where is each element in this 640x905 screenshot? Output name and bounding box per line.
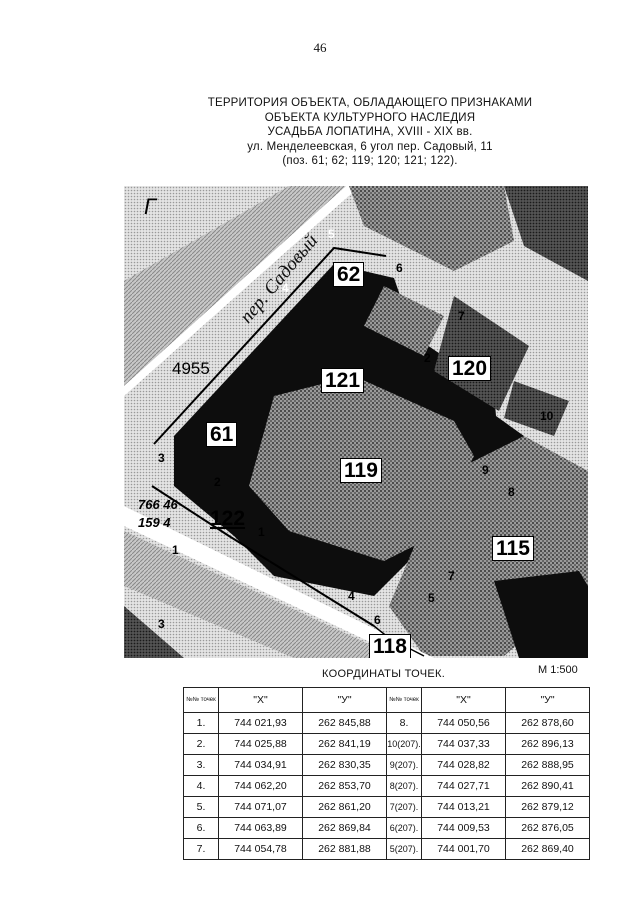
cell-y: 262 879,12 (505, 796, 590, 818)
cell-num: 2. (183, 733, 219, 755)
title-line-1: ТЕРРИТОРИЯ ОБЪЕКТА, ОБЛАДАЮЩЕГО ПРИЗНАКА… (207, 97, 533, 109)
cell-x: 744 009,53 (421, 817, 506, 839)
cell-x: 744 001,70 (421, 838, 506, 860)
cell-x: 744 025,88 (218, 733, 303, 755)
map-number-3-left: 3 (158, 451, 165, 465)
cell-y: 262 896,13 (505, 733, 590, 755)
site-plan-map: пер. Садовый 62 121 120 61 119 122 115 1… (124, 186, 588, 658)
map-number-7: 7 (458, 309, 465, 323)
table-row: 4. 744 062,20 262 853,70 8(207). 744 027… (183, 775, 590, 797)
cell-num: 5. (183, 796, 219, 818)
block-label-118: 118 (369, 634, 411, 658)
col-header-y-1: "У" (302, 687, 387, 713)
title-line-2: ОБЪЕКТА КУЛЬТУРНОГО НАСЛЕДИЯ (264, 111, 476, 124)
cell-x: 744 063,89 (218, 817, 303, 839)
block-label-119: 119 (340, 458, 382, 483)
block-label-122: 122 (210, 507, 246, 530)
map-number-1: 1 (258, 525, 265, 539)
block-label-120: 120 (448, 356, 492, 381)
cell-y: 262 841,19 (302, 733, 387, 755)
cell-num: 8. (386, 712, 422, 734)
cell-num: 7. (183, 838, 219, 860)
title-line-4: ул. Менделеевская, 6 угол пер. Садовый, … (247, 140, 493, 153)
map-number-2: 2 (424, 351, 431, 365)
cell-x: 744 062,20 (218, 775, 303, 797)
cell-x: 744 021,93 (218, 712, 303, 734)
map-scale: М 1:500 (538, 664, 578, 676)
cell-x: 744 034,91 (218, 754, 303, 776)
table-row: 6. 744 063,89 262 869,84 6(207). 744 009… (183, 817, 590, 839)
block-label-121: 121 (321, 368, 365, 393)
cell-x: 744 028,82 (421, 754, 506, 776)
map-number-2-left: 2 (214, 475, 221, 489)
map-number-9: 9 (482, 463, 489, 477)
table-row: 5. 744 071,07 262 861,20 7(207). 744 013… (183, 796, 590, 818)
cell-x: 744 013,21 (421, 796, 506, 818)
col-header-num-2: №№ точек (386, 687, 422, 713)
cell-num: 8(207). (386, 775, 422, 797)
block-label-61: 61 (206, 422, 238, 447)
table-header-row: №№ точек "X" "У" №№ точек "X" "У" (183, 687, 590, 713)
map-number-1-left: 1 (172, 543, 179, 557)
cell-num: 6(207). (386, 817, 422, 839)
cell-num: 3. (183, 754, 219, 776)
map-number-7-lower: 7 (448, 569, 455, 583)
cell-num: 9(207). (386, 754, 422, 776)
map-number-3: 3 (158, 617, 165, 631)
cell-y: 262 878,60 (505, 712, 590, 734)
cell-num: 1. (183, 712, 219, 734)
block-label-115: 115 (492, 536, 534, 561)
col-header-y-2: "У" (505, 687, 590, 713)
map-number-4-upper: 4 (282, 281, 289, 295)
building-120 (434, 296, 529, 411)
map-number-5-upper: 5 (328, 227, 335, 241)
parcel-fragment-g: Г (144, 194, 156, 219)
cell-x: 744 027,71 (421, 775, 506, 797)
table-row: 3. 744 034,91 262 830,35 9(207). 744 028… (183, 754, 590, 776)
col-header-x-2: "X" (421, 687, 506, 713)
cell-x: 744 037,33 (421, 733, 506, 755)
table-row: 7. 744 054,78 262 881,88 5(207). 744 001… (183, 838, 590, 860)
building-upper (349, 186, 514, 271)
cell-y: 262 881,88 (302, 838, 387, 860)
cell-x: 744 050,56 (421, 712, 506, 734)
block-label-62: 62 (333, 262, 365, 287)
title-line-3: УСАДЬБА ЛОПАТИНА, XVIII - XIX вв. (267, 126, 473, 138)
cell-y: 262 845,88 (302, 712, 387, 734)
cell-y: 262 890,41 (505, 775, 590, 797)
map-number-10: 10 (540, 409, 554, 423)
cell-y: 262 853,70 (302, 775, 387, 797)
cell-num: 6. (183, 817, 219, 839)
cell-y: 262 861,20 (302, 796, 387, 818)
title-line-5: (поз. 61; 62; 119; 120; 121; 122). (282, 155, 458, 167)
cell-num: 10(207). (386, 733, 422, 755)
map-graphic (124, 186, 588, 658)
page-number: 46 (313, 40, 327, 55)
table-row: 1. 744 021,93 262 845,88 8. 744 050,56 2… (183, 712, 590, 734)
parcel-fragment-159: 159 4 (138, 515, 171, 530)
cell-y: 262 869,84 (302, 817, 387, 839)
map-number-4955: 4955 (172, 359, 210, 378)
coordinates-heading: КООРДИНАТЫ ТОЧЕК. (322, 668, 446, 680)
cell-y: 262 869,40 (505, 838, 590, 860)
cell-y: 262 888,95 (505, 754, 590, 776)
parcel-fragment-766: 766 46 (138, 497, 178, 512)
col-header-x-1: "X" (218, 687, 303, 713)
table-row: 2. 744 025,88 262 841,19 10(207). 744 03… (183, 733, 590, 755)
cell-num: 7(207). (386, 796, 422, 818)
cell-x: 744 054,78 (218, 838, 303, 860)
map-number-6: 6 (396, 261, 403, 275)
cell-x: 744 071,07 (218, 796, 303, 818)
cell-num: 5(207). (386, 838, 422, 860)
cell-num: 4. (183, 775, 219, 797)
map-number-4: 4 (348, 589, 355, 603)
coordinates-table: №№ точек "X" "У" №№ точек "X" "У" 1. 744… (183, 687, 590, 860)
document-title: ТЕРРИТОРИЯ ОБЪЕКТА, ОБЛАДАЮЩЕГО ПРИЗНАКА… (150, 96, 590, 169)
col-header-num-1: №№ точек (183, 687, 219, 713)
map-number-8: 8 (508, 485, 515, 499)
map-number-5: 5 (428, 591, 435, 605)
cell-y: 262 876,05 (505, 817, 590, 839)
cell-y: 262 830,35 (302, 754, 387, 776)
map-number-6-lower: 6 (374, 613, 381, 627)
